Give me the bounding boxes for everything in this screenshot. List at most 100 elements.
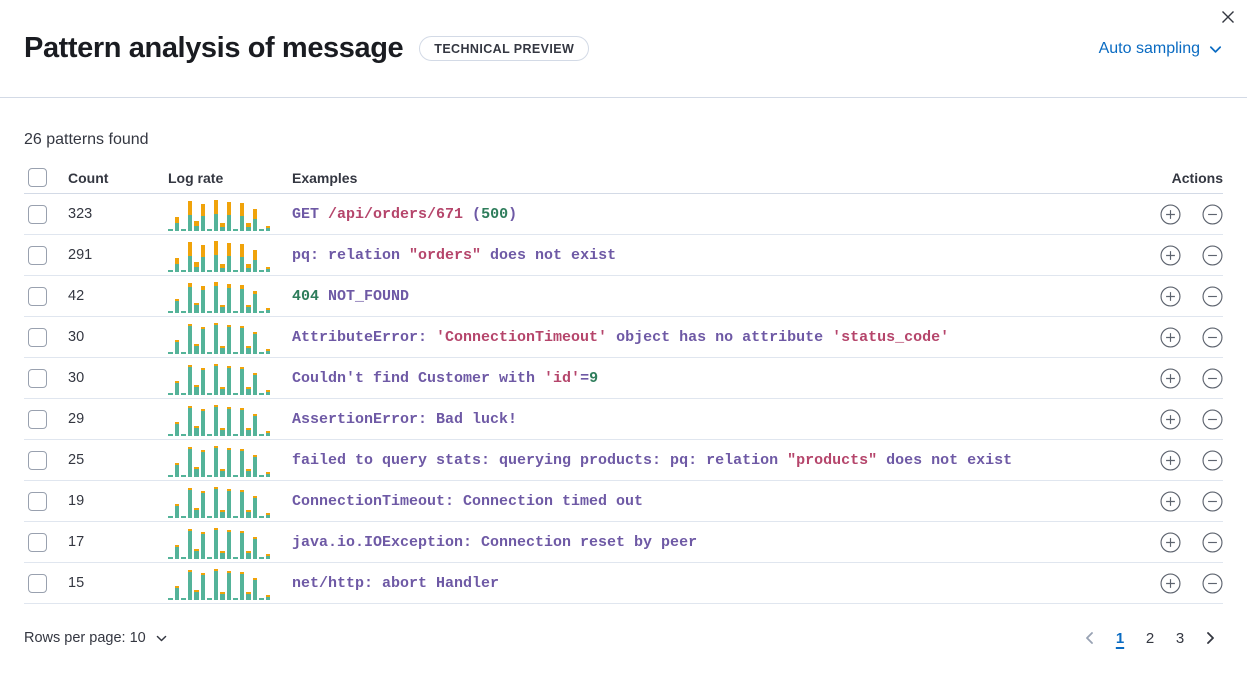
previous-page-button[interactable] — [1077, 625, 1103, 651]
sampling-dropdown[interactable]: Auto sampling — [1099, 40, 1223, 58]
row-checkbox[interactable] — [28, 245, 47, 265]
table-row: 15 net/http: abort Handler — [24, 563, 1223, 604]
example-text: pq: relation "orders" does not exist — [292, 247, 617, 264]
flyout-header: Pattern analysis of message TECHNICAL PR… — [0, 0, 1247, 72]
filter-out-pattern-button[interactable] — [1201, 367, 1223, 389]
select-all-checkbox[interactable] — [28, 168, 47, 187]
row-checkbox[interactable] — [28, 204, 47, 224]
log-rate-sparkline — [168, 241, 270, 272]
row-checkbox[interactable] — [28, 450, 47, 470]
column-header-count: Count — [68, 169, 109, 186]
page-button-2[interactable]: 2 — [1137, 625, 1163, 651]
filter-out-pattern-button[interactable] — [1201, 244, 1223, 266]
close-button[interactable] — [1215, 4, 1241, 30]
example-text: java.io.IOException: Connection reset by… — [292, 534, 698, 551]
row-checkbox[interactable] — [28, 532, 47, 552]
row-checkbox[interactable] — [28, 327, 47, 347]
minus-circle-icon — [1201, 490, 1223, 512]
plus-circle-icon — [1159, 531, 1181, 553]
example-text: GET /api/orders/671 (500) — [292, 206, 518, 223]
filter-for-pattern-button[interactable] — [1159, 490, 1181, 512]
filter-out-pattern-button[interactable] — [1201, 449, 1223, 471]
page-button-3[interactable]: 3 — [1167, 625, 1193, 651]
count-value: 25 — [68, 452, 85, 468]
filter-out-pattern-button[interactable] — [1201, 490, 1223, 512]
count-value: 291 — [68, 247, 93, 263]
patterns-table: Count Log rate Examples Actions 323 GET … — [24, 162, 1223, 604]
row-checkbox[interactable] — [28, 573, 47, 593]
minus-circle-icon — [1201, 244, 1223, 266]
plus-circle-icon — [1159, 408, 1181, 430]
row-checkbox[interactable] — [28, 491, 47, 511]
filter-out-pattern-button[interactable] — [1201, 572, 1223, 594]
filter-out-pattern-button[interactable] — [1201, 285, 1223, 307]
example-text: AssertionError: Bad luck! — [292, 411, 518, 428]
count-value: 323 — [68, 206, 93, 222]
minus-circle-icon — [1201, 285, 1223, 307]
filter-for-pattern-button[interactable] — [1159, 367, 1181, 389]
chevron-right-icon — [1207, 632, 1214, 644]
filter-for-pattern-button[interactable] — [1159, 203, 1181, 225]
minus-circle-icon — [1201, 531, 1223, 553]
header-divider — [0, 97, 1247, 98]
table-row: 17 java.io.IOException: Connection reset… — [24, 522, 1223, 563]
row-checkbox[interactable] — [28, 368, 47, 388]
minus-circle-icon — [1201, 408, 1223, 430]
chevron-down-icon — [156, 635, 167, 641]
next-page-button[interactable] — [1197, 625, 1223, 651]
table-row: 323 GET /api/orders/671 (500) — [24, 194, 1223, 235]
example-text: net/http: abort Handler — [292, 575, 500, 592]
minus-circle-icon — [1201, 449, 1223, 471]
table-row: 25 failed to query stats: querying produ… — [24, 440, 1223, 481]
sampling-label: Auto sampling — [1098, 40, 1200, 57]
example-text: 404 NOT_FOUND — [292, 288, 410, 305]
filter-for-pattern-button[interactable] — [1159, 326, 1181, 348]
table-row: 30 Couldn't find Customer with 'id'=9 — [24, 358, 1223, 399]
minus-circle-icon — [1201, 367, 1223, 389]
filter-for-pattern-button[interactable] — [1159, 531, 1181, 553]
filter-for-pattern-button[interactable] — [1159, 449, 1181, 471]
row-checkbox[interactable] — [28, 286, 47, 306]
plus-circle-icon — [1159, 490, 1181, 512]
plus-circle-icon — [1159, 203, 1181, 225]
plus-circle-icon — [1159, 285, 1181, 307]
filter-out-pattern-button[interactable] — [1201, 408, 1223, 430]
log-rate-sparkline — [168, 569, 270, 600]
filter-for-pattern-button[interactable] — [1159, 244, 1181, 266]
filter-out-pattern-button[interactable] — [1201, 203, 1223, 225]
close-icon — [1222, 11, 1234, 23]
plus-circle-icon — [1159, 572, 1181, 594]
filter-out-pattern-button[interactable] — [1201, 531, 1223, 553]
column-header-examples: Examples — [292, 169, 358, 186]
log-rate-sparkline — [168, 528, 270, 559]
log-rate-sparkline — [168, 200, 270, 231]
log-rate-sparkline — [168, 282, 270, 313]
log-rate-sparkline — [168, 405, 270, 436]
plus-circle-icon — [1159, 244, 1181, 266]
column-header-actions: Actions — [1171, 169, 1223, 186]
rows-per-page-selector[interactable]: Rows per page: 10 — [24, 630, 168, 646]
log-rate-sparkline — [168, 364, 270, 395]
filter-for-pattern-button[interactable] — [1159, 285, 1181, 307]
table-row: 42 404 NOT_FOUND — [24, 276, 1223, 317]
page-title: Pattern analysis of message — [24, 31, 404, 64]
count-value: 30 — [68, 329, 85, 345]
table-body: 323 GET /api/orders/671 (500) 291 — [24, 194, 1223, 604]
chevron-left-icon — [1086, 632, 1093, 644]
patterns-found-count: 26 patterns found — [24, 131, 149, 148]
log-rate-sparkline — [168, 323, 270, 354]
filter-for-pattern-button[interactable] — [1159, 572, 1181, 594]
log-rate-sparkline — [168, 446, 270, 477]
minus-circle-icon — [1201, 203, 1223, 225]
count-value: 29 — [68, 411, 85, 427]
example-text: failed to query stats: querying products… — [292, 452, 1013, 469]
page-button-1[interactable]: 1 — [1107, 625, 1133, 651]
row-checkbox[interactable] — [28, 409, 47, 429]
filter-out-pattern-button[interactable] — [1201, 326, 1223, 348]
chevron-down-icon — [1209, 45, 1222, 53]
plus-circle-icon — [1159, 367, 1181, 389]
filter-for-pattern-button[interactable] — [1159, 408, 1181, 430]
